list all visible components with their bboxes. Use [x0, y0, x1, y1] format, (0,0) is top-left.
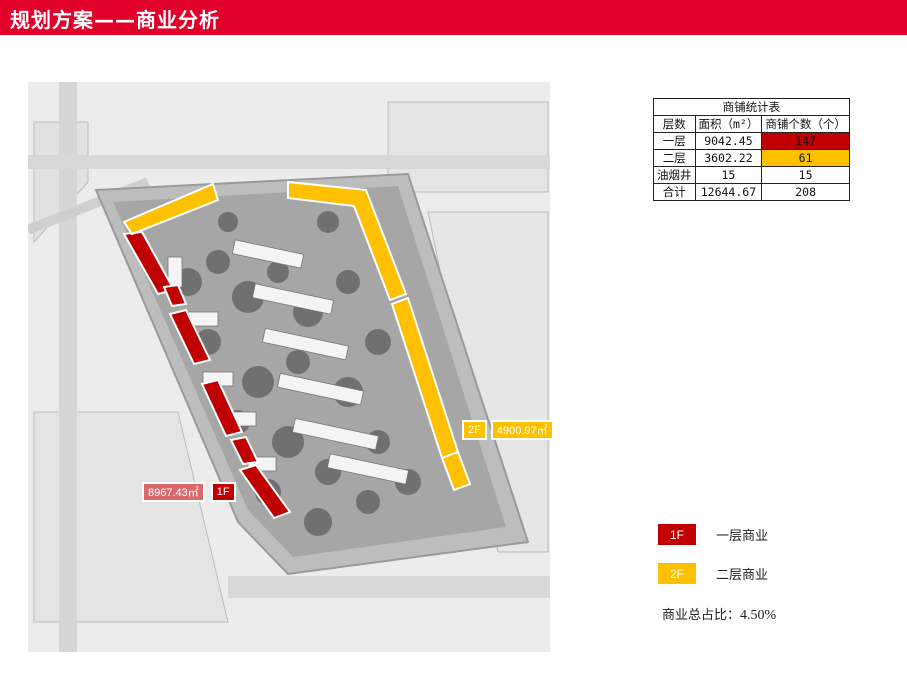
floor-cell: 二层 — [653, 149, 696, 167]
tree-clusters — [174, 211, 421, 536]
area-cell: 3602.22 — [694, 149, 763, 167]
legend-item-first-floor: 1F 一层商业 — [658, 524, 768, 545]
site-plan — [28, 82, 550, 652]
second-floor-area-label: 2F 4900.97㎡ — [462, 420, 554, 440]
table-header-row: 层数 面积（m²） 商铺个数（个） — [653, 115, 850, 133]
legend-label-first-floor: 一层商业 — [716, 529, 769, 544]
shop-stats-table: 商铺统计表 层数 面积（m²） 商铺个数（个） 一层 9042.45 147 二… — [653, 98, 850, 201]
title-bar: 规划方案——商业分析 — [0, 0, 907, 35]
table-row: 二层 3602.22 61 — [653, 149, 850, 167]
commercial-ratio-label: 商业总占比： — [662, 608, 741, 623]
first-floor-area-value: 8967.43㎡ — [142, 482, 205, 502]
second-floor-shop-block — [287, 180, 408, 302]
residential-buildings — [167, 239, 410, 485]
parcel-outline — [33, 411, 229, 623]
column-header: 层数 — [653, 115, 696, 133]
area-cell: 9042.45 — [694, 132, 763, 150]
legend-label-second-floor: 二层商业 — [716, 568, 769, 583]
second-floor-tag: 2F — [462, 420, 487, 440]
second-floor-shop-block — [122, 182, 220, 236]
count-cell: 208 — [761, 183, 850, 201]
commercial-ratio: 商业总占比：4.50% — [662, 604, 776, 624]
floor-cell: 油烟井 — [653, 166, 696, 184]
second-floor-commercial — [122, 180, 472, 492]
table-caption: 商铺统计表 — [653, 98, 850, 116]
column-header: 商铺个数（个） — [761, 115, 850, 133]
parcel-outline — [387, 101, 549, 193]
first-floor-shop-block — [168, 308, 212, 366]
floor-cell: 一层 — [653, 132, 696, 150]
first-floor-shop-block — [162, 283, 188, 308]
first-floor-shop-block — [229, 435, 260, 466]
first-floor-shop-block — [238, 463, 292, 520]
floor-cell: 合计 — [653, 183, 696, 201]
table-row: 油烟井 15 15 — [653, 166, 850, 184]
site-interior — [113, 186, 506, 557]
column-header: 面积（m²） — [694, 115, 763, 133]
count-cell: 61 — [761, 149, 850, 167]
legend-swatch-first-floor: 1F — [658, 524, 696, 545]
count-cell: 15 — [761, 166, 850, 184]
first-floor-tag: 1F — [210, 482, 236, 502]
area-cell: 12644.67 — [694, 183, 763, 201]
first-floor-commercial — [122, 230, 292, 520]
table-row: 合计 12644.67 208 — [653, 183, 850, 201]
site-plan-drawing — [28, 82, 550, 652]
first-floor-area-label: 8967.43㎡ 1F — [142, 482, 236, 502]
page-title: 规划方案——商业分析 — [10, 8, 220, 32]
area-cell: 15 — [694, 166, 763, 184]
first-floor-shop-block — [200, 378, 244, 438]
commercial-ratio-value: 4.50% — [740, 608, 777, 623]
second-floor-shop-block — [440, 450, 472, 492]
legend-swatch-second-floor: 2F — [658, 563, 696, 584]
legend-item-second-floor: 2F 二层商业 — [658, 563, 768, 584]
second-floor-area-value: 4900.97㎡ — [490, 420, 554, 440]
count-cell: 147 — [761, 132, 850, 150]
table-row: 一层 9042.45 147 — [653, 132, 850, 150]
